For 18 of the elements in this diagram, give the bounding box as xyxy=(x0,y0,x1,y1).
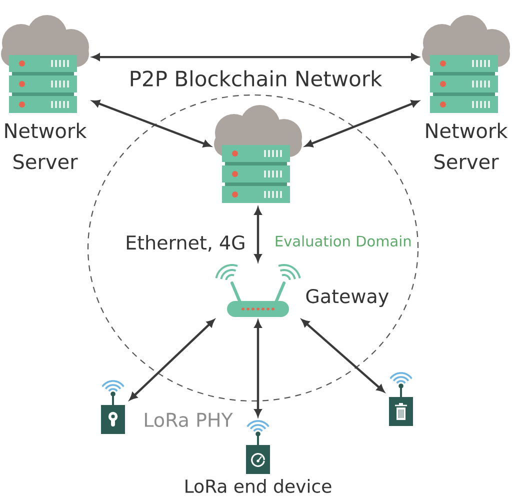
edge-label: Ethernet, 4G xyxy=(126,235,244,252)
double-arrow xyxy=(302,319,384,392)
double-arrow xyxy=(254,207,262,262)
device-icon xyxy=(389,372,413,426)
node-label: LoRa end device xyxy=(186,479,332,493)
node-label: Network Server xyxy=(426,122,508,170)
double-arrow xyxy=(305,100,419,148)
double-arrow xyxy=(254,320,262,416)
node-label: Network Server xyxy=(5,122,87,170)
region-label: Evaluation Domain xyxy=(276,235,411,247)
double-arrow xyxy=(92,100,211,148)
edge-label: P2P Blockchain Network xyxy=(130,70,382,86)
cloud-server-icon xyxy=(214,104,302,203)
node-label: Gateway xyxy=(306,288,389,308)
double-arrow xyxy=(130,319,214,400)
text-label: LoRa PHY xyxy=(145,412,233,428)
device-icon xyxy=(101,380,125,434)
double-arrow xyxy=(92,53,419,61)
